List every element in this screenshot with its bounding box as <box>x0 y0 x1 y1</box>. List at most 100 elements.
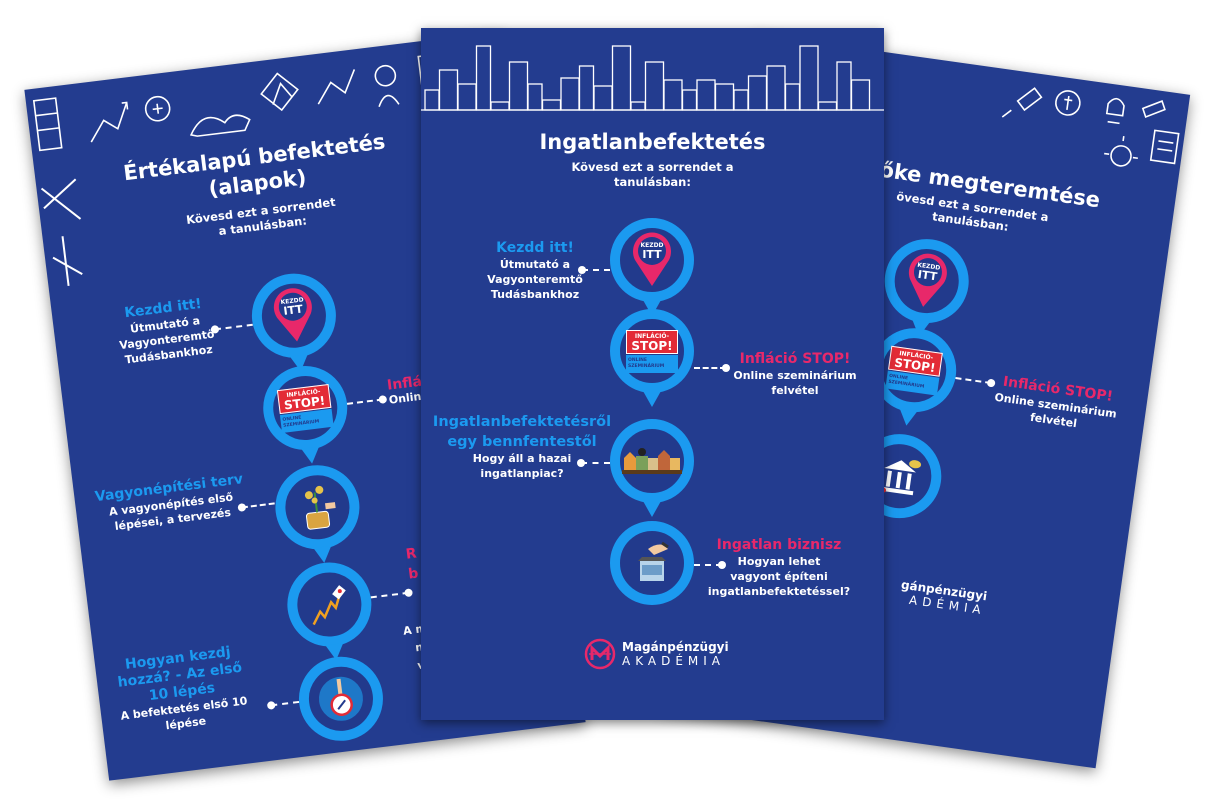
skyline-building <box>733 89 749 111</box>
skyline-building <box>630 101 646 111</box>
step-insider-circle <box>610 419 694 517</box>
step-label-insider: Ingatlanbefektetésről egy bennfentestől … <box>421 412 631 481</box>
connector-line <box>346 395 388 405</box>
connector-line <box>266 700 300 710</box>
connector-line <box>370 588 413 599</box>
connector-line <box>694 561 726 569</box>
svg-text:ITT: ITT <box>283 303 304 318</box>
svg-text:ITT: ITT <box>917 268 938 284</box>
skyline-building <box>438 69 459 111</box>
step-text: Hogyan lehet <box>737 555 821 568</box>
skyline-building <box>578 65 595 111</box>
skyline-building <box>644 61 665 111</box>
step-label-fragment: Inflá Onlin <box>386 374 424 407</box>
skyline-building <box>817 101 838 111</box>
step-heading: Infláció STOP! <box>739 351 851 367</box>
skyline-building <box>836 61 852 111</box>
step-heading: Kezdd itt! <box>496 240 574 256</box>
connector-line <box>577 459 610 467</box>
step-heading: b <box>407 565 420 583</box>
inflation-stop-badge: INFLÁCIÓ-STOP!ONLINE SZEMINÁRIUM <box>626 329 678 373</box>
skyline-building <box>475 45 492 111</box>
skyline-building <box>424 89 440 111</box>
skyline-building <box>593 85 613 111</box>
subtitle-line: Kövesd ezt a sorrendet a <box>571 160 734 174</box>
step-text: vagyont építeni <box>730 570 828 583</box>
svg-text:KEZDD: KEZDD <box>640 242 663 249</box>
poster-title: Ingatlanbefektetés <box>539 130 766 154</box>
step-business-circle <box>610 521 694 605</box>
step-label-start: Kezdd itt! Útmutató a Vagyonteremtő Tudá… <box>73 290 259 373</box>
subtitle-line: tanulásban: <box>614 175 691 189</box>
inflation-stop-badge: INFLÁCIÓ-STOP!ONLINE SZEMINÁRIUM <box>276 383 334 433</box>
step-label-start: Kezdd itt! Útmutató a Vagyonteremtő Tudá… <box>445 240 625 302</box>
connector-line <box>578 266 610 274</box>
svg-text:KEZDD: KEZDD <box>917 262 941 272</box>
step-label-inflation: Infláció STOP! Online szeminárium felvét… <box>705 351 884 398</box>
skyline-building <box>766 65 786 111</box>
houses-street-icon <box>622 448 682 474</box>
step-label-inflation: Infláció STOP! Online szeminárium felvét… <box>963 369 1148 441</box>
skyline-building <box>527 83 543 111</box>
step-text: Hogy áll a hazai <box>472 452 572 465</box>
skyline-building <box>681 89 698 111</box>
step-heading: Ingatlan biznisz <box>716 537 842 553</box>
step-heading: R <box>404 545 418 563</box>
skyline-building <box>611 45 632 111</box>
step-heading: egy bennfentestől <box>447 434 597 450</box>
step-text: Onlin <box>388 389 423 407</box>
step-text: Útmutató a <box>499 258 571 271</box>
compass-hand-icon <box>318 676 363 721</box>
skyline-building <box>799 45 819 111</box>
svg-text:KEZDD: KEZDD <box>280 296 304 306</box>
startup-doodles-icon <box>1001 87 1180 167</box>
skyline-building <box>696 79 716 111</box>
step-heading: Ingatlanbefektetésről <box>432 414 612 430</box>
hand-house-icon <box>638 541 669 581</box>
step-inflation-circle: INFLÁCIÓ-STOP!ONLINE SZEMINÁRIUM <box>258 361 353 455</box>
skyline-building <box>457 83 477 111</box>
skyline-building <box>784 83 801 111</box>
academy-logo-icon <box>584 638 616 670</box>
poster-real-estate: Ingatlanbefektetés Kövesd ezt a sorrende… <box>421 28 884 720</box>
skyline-building <box>663 79 683 111</box>
skyline-building <box>747 75 768 111</box>
step-label-business: Ingatlan biznisz Hogyan lehet vagyont ép… <box>689 537 869 599</box>
step-rocket-circle <box>282 557 377 652</box>
skyline-building <box>508 61 529 111</box>
step-label-fragment: R b <box>405 544 421 585</box>
svg-text:ITT: ITT <box>642 248 662 261</box>
step-label-plan: Vagyonépítési terv A vagyonépítés első l… <box>79 469 263 538</box>
money-plant-icon <box>304 485 336 530</box>
step-text: ingatlanbefektetéssel? <box>707 585 851 598</box>
city-skyline-icon <box>421 45 884 111</box>
step-text: Vagyonteremtő <box>487 273 583 286</box>
skyline-building <box>490 101 510 111</box>
poster-value-investing: Értékalapú befektetés (alapok) Kövesd ez… <box>24 31 586 781</box>
brand-name: Magánpénzügyi <box>622 640 729 654</box>
step-text: felvétel <box>771 384 819 397</box>
step-plan-circle <box>270 460 365 555</box>
rocket-chart-icon <box>312 585 346 626</box>
brand-tagline: AKADÉMIA <box>622 654 725 668</box>
step-first-steps-circle <box>294 651 388 746</box>
step-inflation-circle: INFLÁCIÓ-STOP!ONLINE SZEMINÁRIUM <box>610 309 694 407</box>
step-label-first-steps: Hogyan kezdj hozzá? - Az első 10 lépés A… <box>88 639 277 741</box>
step-text: ingatlanpiac? <box>480 467 564 480</box>
poster-subtitle: Kövesd ezt a sorrendet a tanulásban: <box>421 160 884 190</box>
crossed-chart-doodle-icon <box>40 178 83 287</box>
inflation-stop-badge: INFLÁCIÓ-STOP!ONLINE SZEMINÁRIUM <box>885 345 943 396</box>
step-text: Tudásbankhoz <box>490 288 580 301</box>
skyline-building <box>560 77 580 111</box>
step-text: Online szeminárium <box>733 369 857 382</box>
skyline-building <box>541 99 562 111</box>
skyline-building <box>850 79 871 111</box>
